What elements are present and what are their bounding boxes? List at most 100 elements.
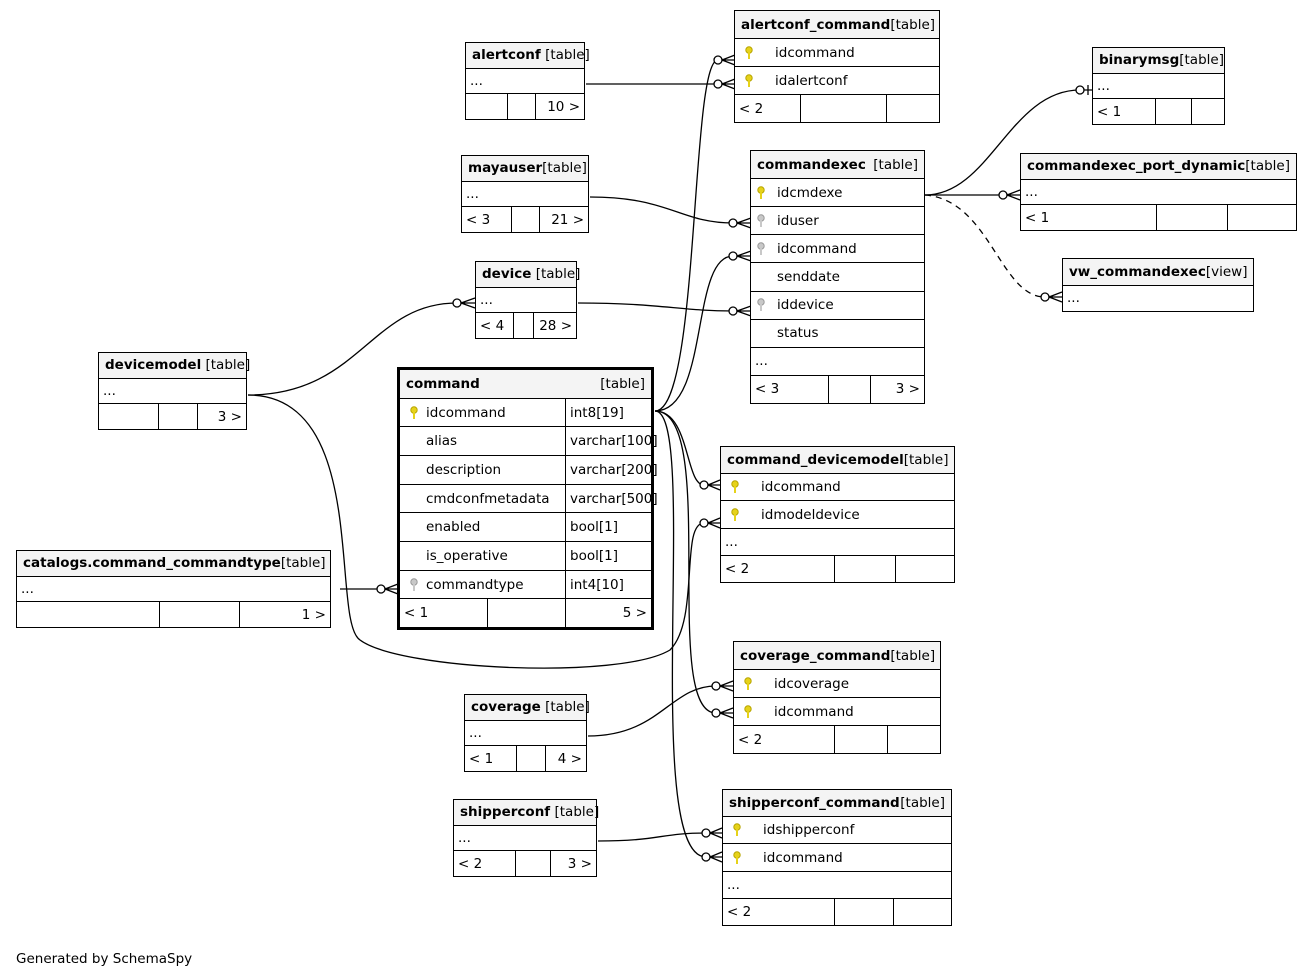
column-name: idcommand [777,240,857,257]
table-shipperconf[interactable]: shipperconf [table] ... < 2 3 > [453,799,600,877]
primary-key-icon [745,45,753,59]
column-name: iduser [777,212,819,229]
columns-ellipsis: ... [466,69,584,95]
table-footer: < 2 3 > [454,851,596,877]
columns-ellipsis: ... [721,529,954,556]
column-row: enabled bool[1] [400,513,651,543]
end-marker [728,306,738,316]
table-footer: < 1 [1021,205,1296,231]
column-type: int8[19] [570,404,624,421]
columns-ellipsis: ... [751,348,924,376]
column-name: idcommand [761,479,841,496]
footer-middle [835,898,894,926]
table-footer: < 2 [721,555,954,583]
column-row: description varchar[200] [400,456,658,485]
column-name: idshipperconf [763,822,855,839]
footer-children [1192,99,1224,124]
table-footer: < 3 3 > [751,375,924,403]
primary-key-icon [733,823,741,837]
table-footer: < 1 [1093,99,1224,125]
table-name: device [482,266,532,283]
column-type: varchar[100] [570,433,658,450]
table-commandexec[interactable]: commandexec[table] idcmdexe iduser idcom… [750,150,925,404]
footer-parents: < 1 [465,746,517,772]
table-header: command[table] [400,370,651,399]
table-name: devicemodel [105,357,202,374]
footer-children: 4 > [557,750,582,767]
footer-middle [835,726,888,753]
rel-command-alertconf_command [654,59,719,412]
table-footer: < 1 5 > [400,599,651,628]
primary-key-icon [731,480,739,494]
table-name: commandexec_port_dynamic [1027,158,1246,175]
footer-children [896,556,954,582]
footer-parents: < 2 [454,851,516,877]
primary-key-icon [744,676,752,690]
footer-middle [508,94,536,120]
table-header: vw_commandexec[view] [1063,259,1253,286]
table-footer: < 2 [723,898,951,926]
table-coverage_command[interactable]: coverage_command[table] idcoverage idcom… [733,641,941,754]
footer-middle [512,207,540,233]
table-header: device [table] [476,262,580,288]
footer-children [1228,205,1296,230]
table-alertconf_command[interactable]: alertconf_command[table] idcommand idale… [734,10,940,123]
table-type: [view] [1205,263,1248,280]
column-name: iddevice [777,297,834,314]
foreign-key-icon [757,242,765,255]
footer-middle [517,746,546,772]
table-header: command_devicemodel[table] [721,447,954,475]
table-name: command_devicemodel [727,452,904,469]
footer-parents: < 3 [751,375,829,403]
foreign-key-icon [410,577,418,591]
table-footer: < 1 4 > [465,746,586,772]
table-mayauser[interactable]: mayauser[table] ... < 3 21 > [461,155,589,233]
table-device[interactable]: device [table] ... < 4 28 > [475,261,580,339]
primary-key-icon [744,704,752,718]
column-name: idcmdexe [777,184,843,201]
table-type: [table] [280,555,326,572]
column-row: idcommand [735,39,939,67]
footer-children: 3 > [895,381,920,398]
table-binarymsg[interactable]: binarymsg[table] ... < 1 [1092,47,1225,125]
end-marker [998,190,1008,200]
end-marker [713,79,723,89]
column-row: idcommand [734,698,940,726]
table-shipperconf_command[interactable]: shipperconf_command[table] idshipperconf… [722,789,952,926]
table-catalogs-command_commandtype[interactable]: catalogs.command_commandtype[table] ... … [16,550,331,628]
footer-children: 28 > [539,317,572,334]
table-command_devicemodel[interactable]: command_devicemodel[table] idcommand idm… [720,446,955,583]
rel-devicemodel-device [247,302,458,396]
column-row: alias varchar[100] [400,427,658,457]
footer-middle [801,95,887,122]
column-name: senddate [777,268,840,285]
footer-middle [514,313,534,339]
table-devicemodel[interactable]: devicemodel [table] ... 3 > [98,352,250,430]
table-header: binarymsg[table] [1093,48,1224,74]
rel-commandexec-binarymsg [924,89,1081,196]
end-marker [452,298,462,308]
columns-ellipsis: ... [1021,180,1296,206]
footer-children: 21 > [551,211,584,228]
end-marker [376,584,386,594]
footer-middle [1157,205,1228,231]
footer-parents [466,94,508,120]
table-type: [table] [535,266,581,283]
table-type: [table] [900,795,945,812]
table-footer: < 3 21 > [462,207,588,233]
footer-children [894,899,951,925]
table-commandexec_port_dynamic[interactable]: commandexec_port_dynamic[table] ... < 1 [1020,153,1297,231]
table-name: command [406,375,480,392]
footer-parents: < 3 [462,207,512,233]
end-marker [701,852,711,862]
column-row: idshipperconf [723,817,951,845]
table-type: [table] [554,804,600,821]
table-command[interactable]: command[table] idcommand int8[19] alias … [397,367,658,630]
footer-parents: < 1 [1093,99,1156,125]
table-alertconf[interactable]: alertconf [table] ... 10 > [465,42,590,120]
view-vw_commandexec[interactable]: vw_commandexec[view] ... [1062,258,1254,312]
footer-middle [1156,99,1192,125]
table-coverage[interactable]: coverage [table] ... < 1 4 > [464,694,590,772]
columns-ellipsis: ... [462,182,588,208]
generated-by-label: Generated by SchemaSpy [16,951,193,967]
